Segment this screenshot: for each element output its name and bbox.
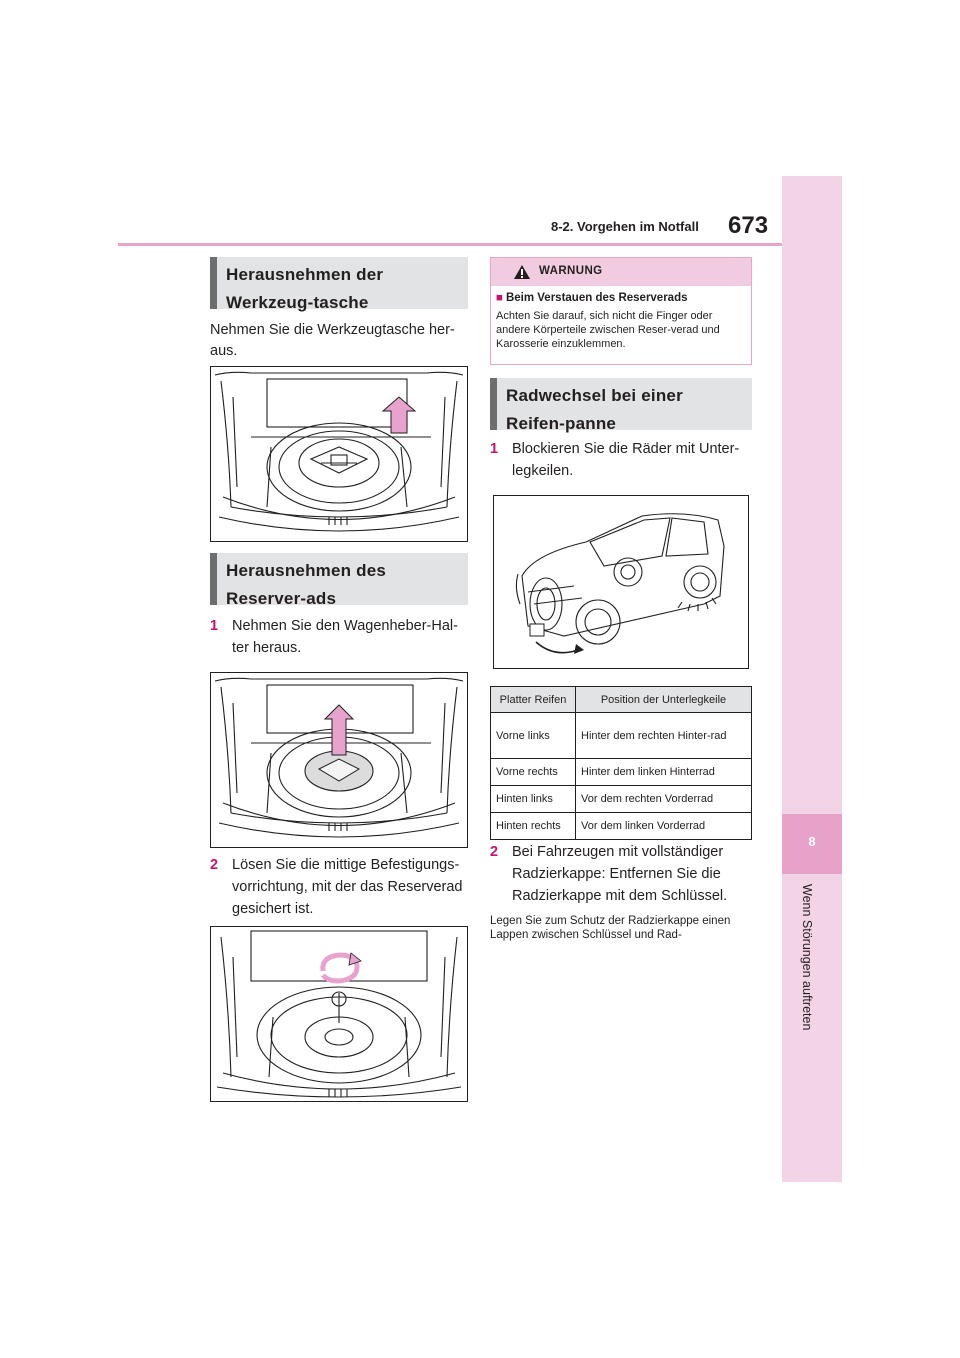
- step-number: 2: [210, 857, 219, 873]
- chapter-tab-marker: [782, 814, 842, 874]
- chapter-title: Wenn Störungen auftreten: [800, 884, 814, 1031]
- table-cell: Hinten links: [490, 785, 576, 813]
- step-text: Lösen Sie die mittige Befestigungs-vorri…: [232, 857, 463, 917]
- step-text: Nehmen Sie den Wagenheber-Hal-ter heraus…: [232, 618, 458, 656]
- table-header-cell: Platter Reifen: [490, 686, 576, 713]
- note-text: Legen Sie zum Schutz der Radzierkappe ei…: [490, 915, 731, 941]
- chapter-number: 8: [808, 834, 816, 849]
- heading-toolbag: Herausnehmen der Werkzeug-tasche: [210, 257, 468, 312]
- step-number: 2: [490, 844, 499, 860]
- warning-triangle-icon: [514, 265, 530, 279]
- table-row: Vorne rechts Hinter dem linken Hinterrad: [490, 758, 752, 786]
- warning-title-text: Beim Verstauen des Reserverads: [505, 292, 688, 304]
- figure-jack-holder: [210, 672, 468, 848]
- figure-wheel-chocks: [493, 495, 749, 669]
- intro-text: Nehmen Sie die Werkzeugtasche her-aus.: [210, 322, 455, 359]
- square-bullet-icon: ■: [496, 292, 503, 304]
- table-cell: Hinter dem linken Hinterrad: [575, 758, 752, 786]
- warning-box: WARNUNG ■Beim Verstauen des Reserverads …: [490, 257, 752, 365]
- table-row: Hinten rechts Vor dem linken Vorderrad: [490, 812, 752, 840]
- step-text: Blockieren Sie die Räder mit Unter-legke…: [512, 441, 740, 479]
- page-number: 673: [728, 212, 769, 239]
- table-cell: Vor dem linken Vorderrad: [575, 812, 752, 840]
- chock-position-table: Platter Reifen Position der Unterlegkeil…: [490, 686, 752, 840]
- table-cell: Vor dem rechten Vorderrad: [575, 785, 752, 813]
- chapter-side-tab: [782, 176, 842, 1182]
- trunk-toolbag-illustration: [214, 371, 464, 532]
- suv-wheel-chock-illustration: [515, 513, 725, 654]
- table-header-cell: Position der Unterlegkeile: [575, 686, 752, 713]
- figure-toolbag: [210, 366, 468, 542]
- heading-spare-wheel-text: Herausnehmen des Reserver-ads: [226, 561, 387, 608]
- step-text: Bei Fahrzeugen mit vollständiger Radzier…: [512, 844, 728, 904]
- table-cell: Vorne links: [490, 712, 576, 759]
- rotate-arrow-icon: [320, 952, 360, 984]
- table-cell: Vorne rechts: [490, 758, 576, 786]
- heading-tire-change: Radwechsel bei einer Reifen-panne: [490, 378, 752, 433]
- warning-header: WARNUNG: [491, 258, 751, 286]
- step-2-right: 2 Bei Fahrzeugen mit vollständiger Radzi…: [490, 841, 755, 907]
- table-cell: Hinten rechts: [490, 812, 576, 840]
- step-2-left: 2 Lösen Sie die mittige Befestigungs-vor…: [210, 854, 472, 920]
- step-number: 1: [490, 441, 499, 457]
- heading-tire-change-text: Radwechsel bei einer Reifen-panne: [506, 386, 683, 433]
- section-reference: 8-2. Vorgehen im Notfall: [551, 219, 699, 234]
- warning-text: Achten Sie darauf, sich nicht die Finger…: [496, 310, 720, 350]
- figure-center-fastener: [210, 926, 468, 1102]
- table-row: Hinten links Vor dem rechten Vorderrad: [490, 785, 752, 813]
- warning-label: WARNUNG: [539, 265, 603, 277]
- arrow-up-icon: [381, 396, 417, 434]
- table-row: Vorne links Hinter dem rechten Hinter-ra…: [490, 712, 752, 759]
- heading-spare-wheel: Herausnehmen des Reserver-ads: [210, 553, 468, 608]
- arrow-up-icon: [323, 704, 355, 756]
- heading-toolbag-text: Herausnehmen der Werkzeug-tasche: [226, 265, 384, 312]
- table-cell: Hinter dem rechten Hinter-rad: [575, 712, 752, 759]
- step-1-right: 1 Blockieren Sie die Räder mit Unter-leg…: [490, 438, 755, 482]
- warning-title: ■Beim Verstauen des Reserverads: [496, 292, 688, 304]
- header-rule: [118, 243, 782, 246]
- step-1-left: 1 Nehmen Sie den Wagenheber-Hal-ter hera…: [210, 615, 472, 659]
- step-number: 1: [210, 618, 219, 634]
- trunk-fastener-illustration: [216, 930, 462, 1098]
- table-header-row: Platter Reifen Position der Unterlegkeil…: [490, 686, 752, 713]
- trunk-jack-illustration: [214, 677, 464, 838]
